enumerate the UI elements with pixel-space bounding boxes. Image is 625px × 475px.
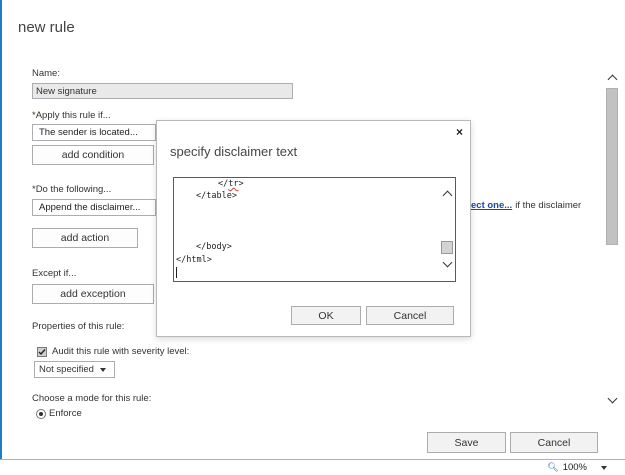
dialog-title: specify disclaimer text [170,144,298,159]
audit-checkbox[interactable] [37,346,47,357]
do-following-action-field[interactable]: Append the disclaimer... [32,199,156,216]
chevron-down-icon [607,393,618,404]
window-title: new rule [18,19,75,36]
add-condition-button[interactable]: add condition [32,145,154,165]
zoom-control[interactable]: 🔍︎ 100% [547,462,607,473]
audit-row: Audit this rule with severity level: [37,346,189,357]
mode-label: Choose a mode for this rule: [32,393,152,404]
severity-value: Not specified [39,364,94,375]
disclaimer-description: ect one... if the disclaimer [471,200,581,211]
select-one-link[interactable]: ect one... [471,200,513,211]
zoom-level: 100% [562,462,587,473]
close-icon[interactable]: × [455,125,463,139]
code-line: </body> [196,242,232,252]
properties-label: Properties of this rule: [32,321,125,332]
editor-scrollbar[interactable] [440,178,455,281]
code-line: </tr> [218,179,244,189]
editor-scrollbar-thumb[interactable] [441,241,453,254]
checkmark-icon [38,348,46,355]
disclaimer-dialog: specify disclaimer text × </tr> </table>… [156,120,471,337]
name-input[interactable]: New signature [32,83,293,99]
chevron-down-icon [99,367,106,372]
cancel-button[interactable]: Cancel [510,432,598,453]
disclaimer-text-editor[interactable]: </tr> </table> </body> </html> [173,177,456,282]
apply-rule-label: *Apply this rule if... [32,110,111,121]
chevron-up-icon[interactable] [442,190,453,201]
main-scroll-up-button[interactable] [606,70,618,85]
radio-selected-dot [39,411,43,416]
dialog-ok-button[interactable]: OK [291,306,361,325]
chevron-down-icon[interactable] [442,257,453,268]
severity-select[interactable]: Not specified [34,361,115,378]
text-cursor [176,267,177,278]
status-bar: 🔍︎ 100% [0,459,625,475]
save-button[interactable]: Save [427,432,506,453]
zoom-icon: 🔍︎ [547,462,559,472]
main-scroll-down-button[interactable] [606,393,618,408]
enforce-label: Enforce [49,408,82,419]
audit-label: Audit this rule with severity level: [52,346,190,357]
add-action-button[interactable]: add action [32,228,138,248]
dialog-cancel-button[interactable]: Cancel [366,306,454,325]
name-label: Name: [32,68,60,79]
code-tag-name: tr [228,179,239,189]
disclaimer-description-text: if the disclaimer [515,200,582,211]
main-scrollbar-thumb[interactable] [606,88,618,245]
enforce-radio[interactable] [36,408,46,419]
apply-rule-condition-field[interactable]: The sender is located... [32,124,156,141]
code-line: </html> [176,255,212,265]
code-line: </table> [196,191,237,201]
except-if-label: Except if... [32,268,77,279]
add-exception-button[interactable]: add exception [32,284,154,304]
chevron-up-icon [607,74,618,85]
enforce-option[interactable]: Enforce [36,408,82,419]
chevron-down-icon [601,465,607,470]
window-accent-border [0,0,2,460]
do-following-label: *Do the following... [32,184,112,195]
